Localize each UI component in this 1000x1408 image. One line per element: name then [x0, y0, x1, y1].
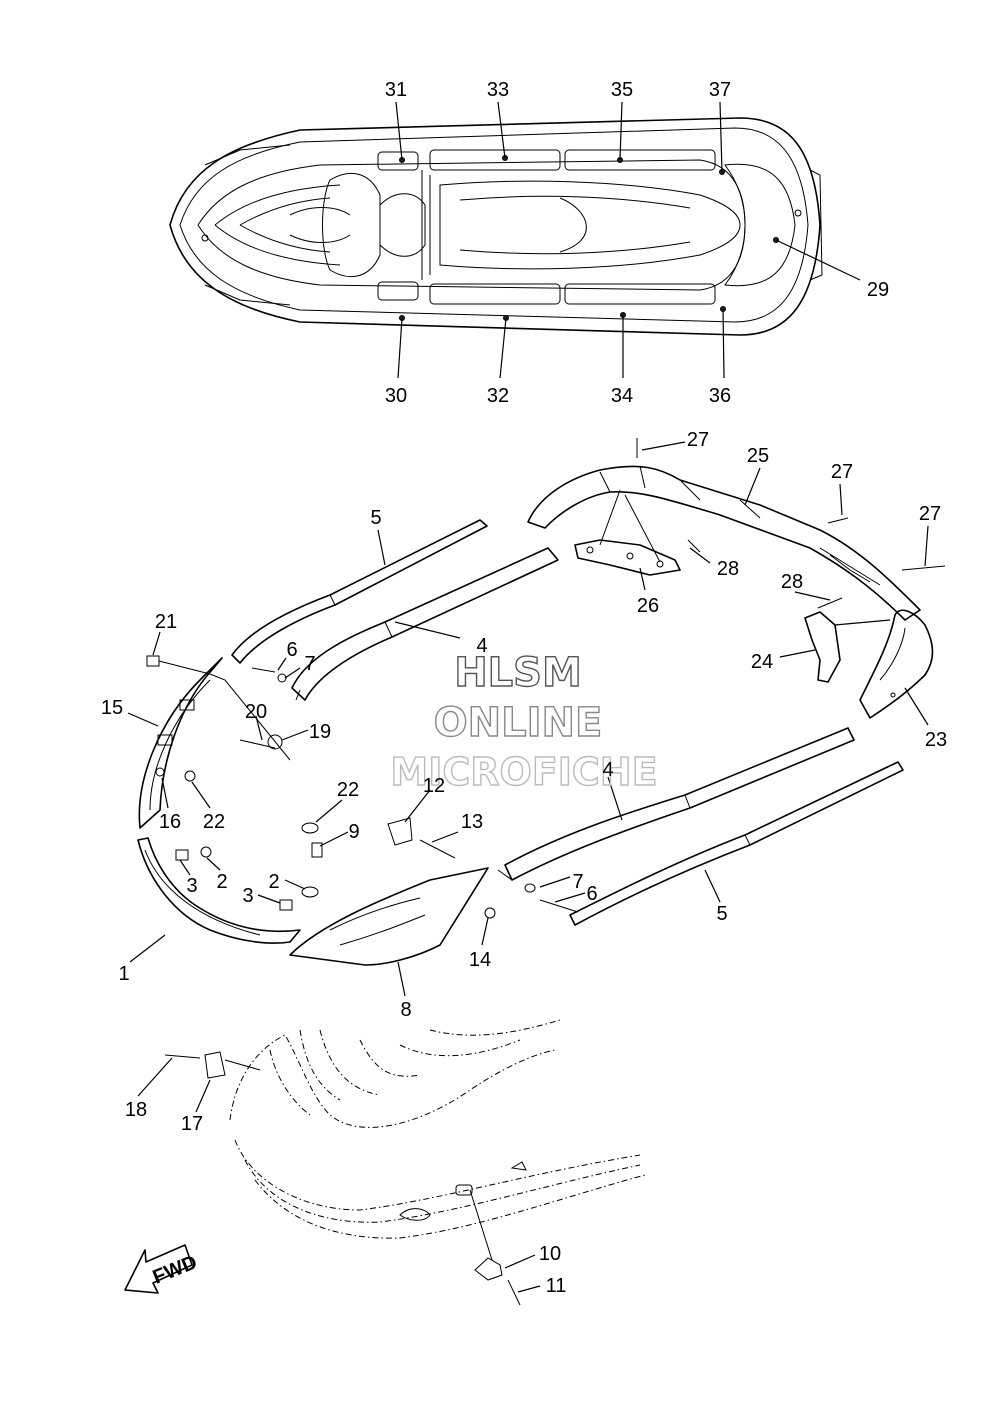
fwd-arrow-icon: FWD [124, 1244, 200, 1294]
callout-34: 34 [611, 385, 633, 407]
callout-13: 13 [461, 811, 483, 833]
callout-30: 30 [385, 385, 407, 407]
callout-12: 12 [423, 775, 445, 797]
callout-31: 31 [385, 79, 407, 101]
watermark-line-3: MICROFICHE [390, 750, 657, 794]
callout-27-c: 27 [919, 503, 941, 525]
callout-28-a: 28 [717, 558, 739, 580]
callout-4-b: 4 [602, 759, 613, 781]
callout-10: 10 [539, 1243, 561, 1265]
watermark-line-2: ONLINE [434, 700, 603, 746]
clip-parts [164, 1051, 521, 1306]
callout-2-b: 2 [268, 871, 279, 893]
part-4-upper-rail [291, 547, 559, 701]
callout-6-a: 6 [286, 639, 297, 661]
callout-6-b: 6 [586, 883, 597, 905]
callout-26: 26 [637, 595, 659, 617]
part-1-front-bumper [137, 837, 301, 944]
callout-35: 35 [611, 79, 633, 101]
watermark: HLSM ONLINE MICROFICHE [390, 649, 659, 794]
callout-32: 32 [487, 385, 509, 407]
callout-24: 24 [751, 651, 773, 673]
part-15-front-side [138, 657, 223, 829]
callout-23: 23 [925, 729, 947, 751]
part-24-grip [804, 611, 891, 683]
callout-37: 37 [709, 79, 731, 101]
part-8-side-cover [289, 867, 489, 966]
callout-3-b: 3 [242, 885, 253, 907]
callout-22-b: 22 [337, 779, 359, 801]
callout-11: 11 [546, 1275, 567, 1297]
part-26-bracket [574, 489, 681, 576]
callout-8: 8 [400, 999, 411, 1021]
callout-25: 25 [747, 445, 769, 467]
lower-hull-outline [229, 1019, 646, 1261]
callout-14: 14 [469, 949, 491, 971]
part-23-rear-cover [859, 609, 934, 719]
callout-28-b: 28 [781, 571, 803, 593]
callout-9: 9 [348, 821, 359, 843]
callout-7-a: 7 [304, 653, 315, 675]
callout-5-a: 5 [370, 507, 381, 529]
callout-27-a: 27 [687, 429, 709, 451]
exploded-leader-lines [127, 441, 929, 1293]
watermark-line-1: HLSM [454, 650, 582, 696]
callout-16: 16 [159, 811, 181, 833]
part-4-lower-rail [497, 727, 855, 881]
part-5-upper-strip [231, 519, 488, 664]
fasteners [146, 438, 946, 919]
callout-21: 21 [155, 611, 177, 633]
callout-1: 1 [118, 963, 129, 985]
callout-3-a: 3 [186, 875, 197, 897]
callout-33: 33 [487, 79, 509, 101]
callout-22-a: 22 [203, 811, 225, 833]
callout-7-b: 7 [572, 871, 583, 893]
callout-5-b: 5 [716, 903, 727, 925]
part-5-lower-strip [569, 761, 904, 926]
top-view-leader-lines [395, 101, 861, 379]
callout-19: 19 [309, 721, 331, 743]
callout-36: 36 [709, 385, 731, 407]
top-view-hull [169, 117, 823, 336]
callout-15: 15 [101, 697, 123, 719]
callout-18: 18 [125, 1099, 147, 1121]
part-25-rear-rail [527, 465, 921, 621]
callout-numbers: 31 33 35 37 29 30 32 34 36 27 25 27 27 2… [101, 79, 947, 1297]
callout-2-a: 2 [216, 871, 227, 893]
callout-27-b: 27 [831, 461, 853, 483]
callout-20: 20 [245, 701, 267, 723]
callout-29: 29 [867, 279, 889, 301]
callout-4-a: 4 [476, 635, 487, 657]
callout-17: 17 [181, 1113, 203, 1135]
